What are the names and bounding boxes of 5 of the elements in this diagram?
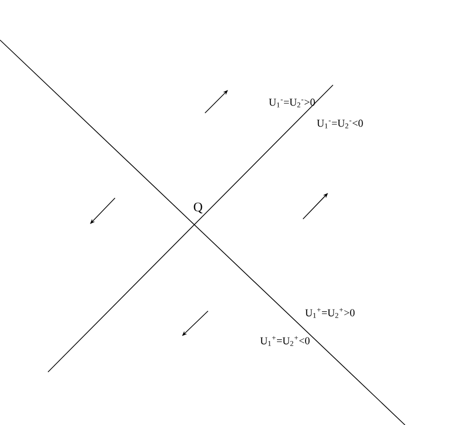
region-label: U$_{1}$$^{+}$=U$_{2}$$^{+}$<0 bbox=[260, 336, 310, 346]
region-label: U$_{1}$$^{-}$=U$_{2}$$^{-}$>0 bbox=[268, 98, 315, 108]
region-label: Q bbox=[194, 202, 202, 214]
region-label: U$_{1}$$^{+}$=U$_{2}$$^{+}$>0 bbox=[305, 308, 355, 318]
region-label: U$_{1}$$^{-}$=U$_{2}$$^{-}$<0 bbox=[316, 120, 363, 128]
